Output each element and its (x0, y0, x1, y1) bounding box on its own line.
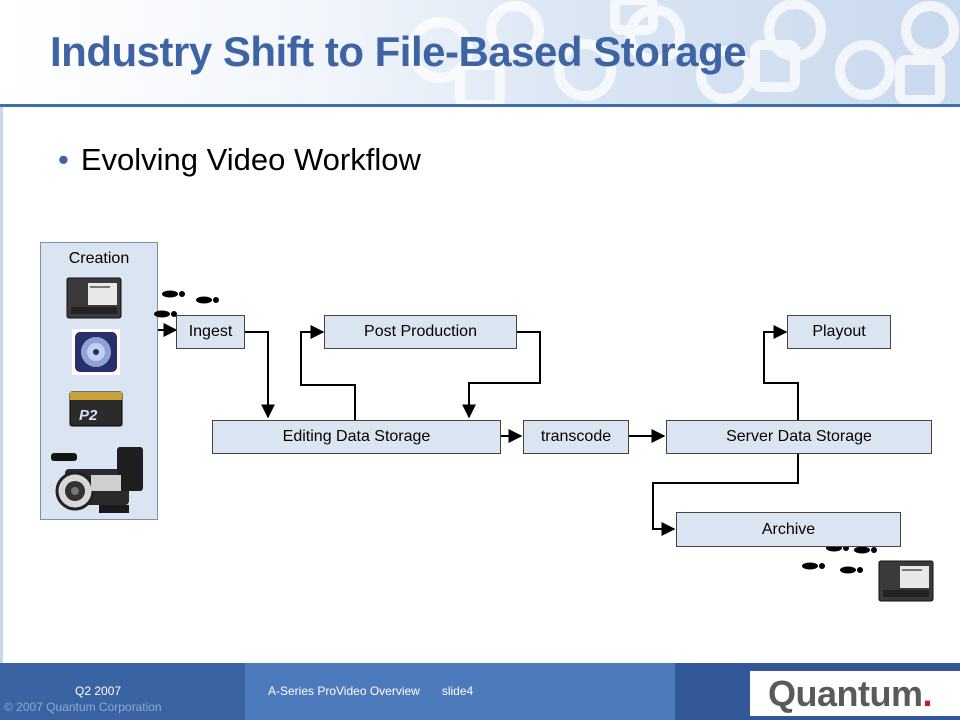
playout-box: Playout (787, 315, 891, 349)
logo-dot: . (922, 673, 933, 714)
footprint-trail-bottom (802, 544, 877, 574)
footer-deck-info: A-Series ProVideo Overview slide4 (268, 684, 473, 698)
creation-panel: Creation P2 (40, 242, 158, 520)
server-data-storage-box: Server Data Storage (666, 420, 932, 454)
creation-label: Creation (68, 250, 130, 267)
footprint-trail-top (154, 290, 219, 318)
bullet-dot-icon: • (58, 142, 69, 177)
header-rule (0, 104, 960, 107)
footer-copyright: © 2007 Quantum Corporation (4, 700, 162, 714)
slide-title: Industry Shift to File-Based Storage (50, 28, 747, 75)
footer-middle-band (245, 663, 675, 720)
quantum-logo-text: Quantum. (768, 673, 932, 715)
archive-box: Archive (676, 512, 901, 547)
left-edge-rule (0, 107, 3, 663)
quantum-logo (750, 671, 960, 716)
header-decoration (407, 0, 959, 106)
videotape-icon (66, 277, 122, 319)
camcorder-icon (51, 447, 143, 513)
logo-word: Quantum (768, 673, 923, 714)
p2-card-icon: P2 (69, 391, 123, 427)
post-production-box: Post Production (324, 315, 517, 349)
bullet-text: Evolving Video Workflow (80, 142, 421, 177)
svg-text:P2: P2 (79, 407, 98, 424)
optical-disc-icon (72, 329, 120, 375)
editing-data-storage-box: Editing Data Storage (212, 420, 501, 454)
bullet-item: • Evolving Video Workflow (58, 142, 421, 178)
footer-slide-number: slide4 (441, 684, 474, 698)
archive-videotape-icon (878, 560, 934, 602)
transcode-box: transcode (523, 420, 629, 454)
footer-quarter: Q2 2007 (75, 684, 122, 698)
footer-deck-title: A-Series ProVideo Overview (268, 684, 420, 698)
ingest-box: Ingest (176, 315, 245, 349)
